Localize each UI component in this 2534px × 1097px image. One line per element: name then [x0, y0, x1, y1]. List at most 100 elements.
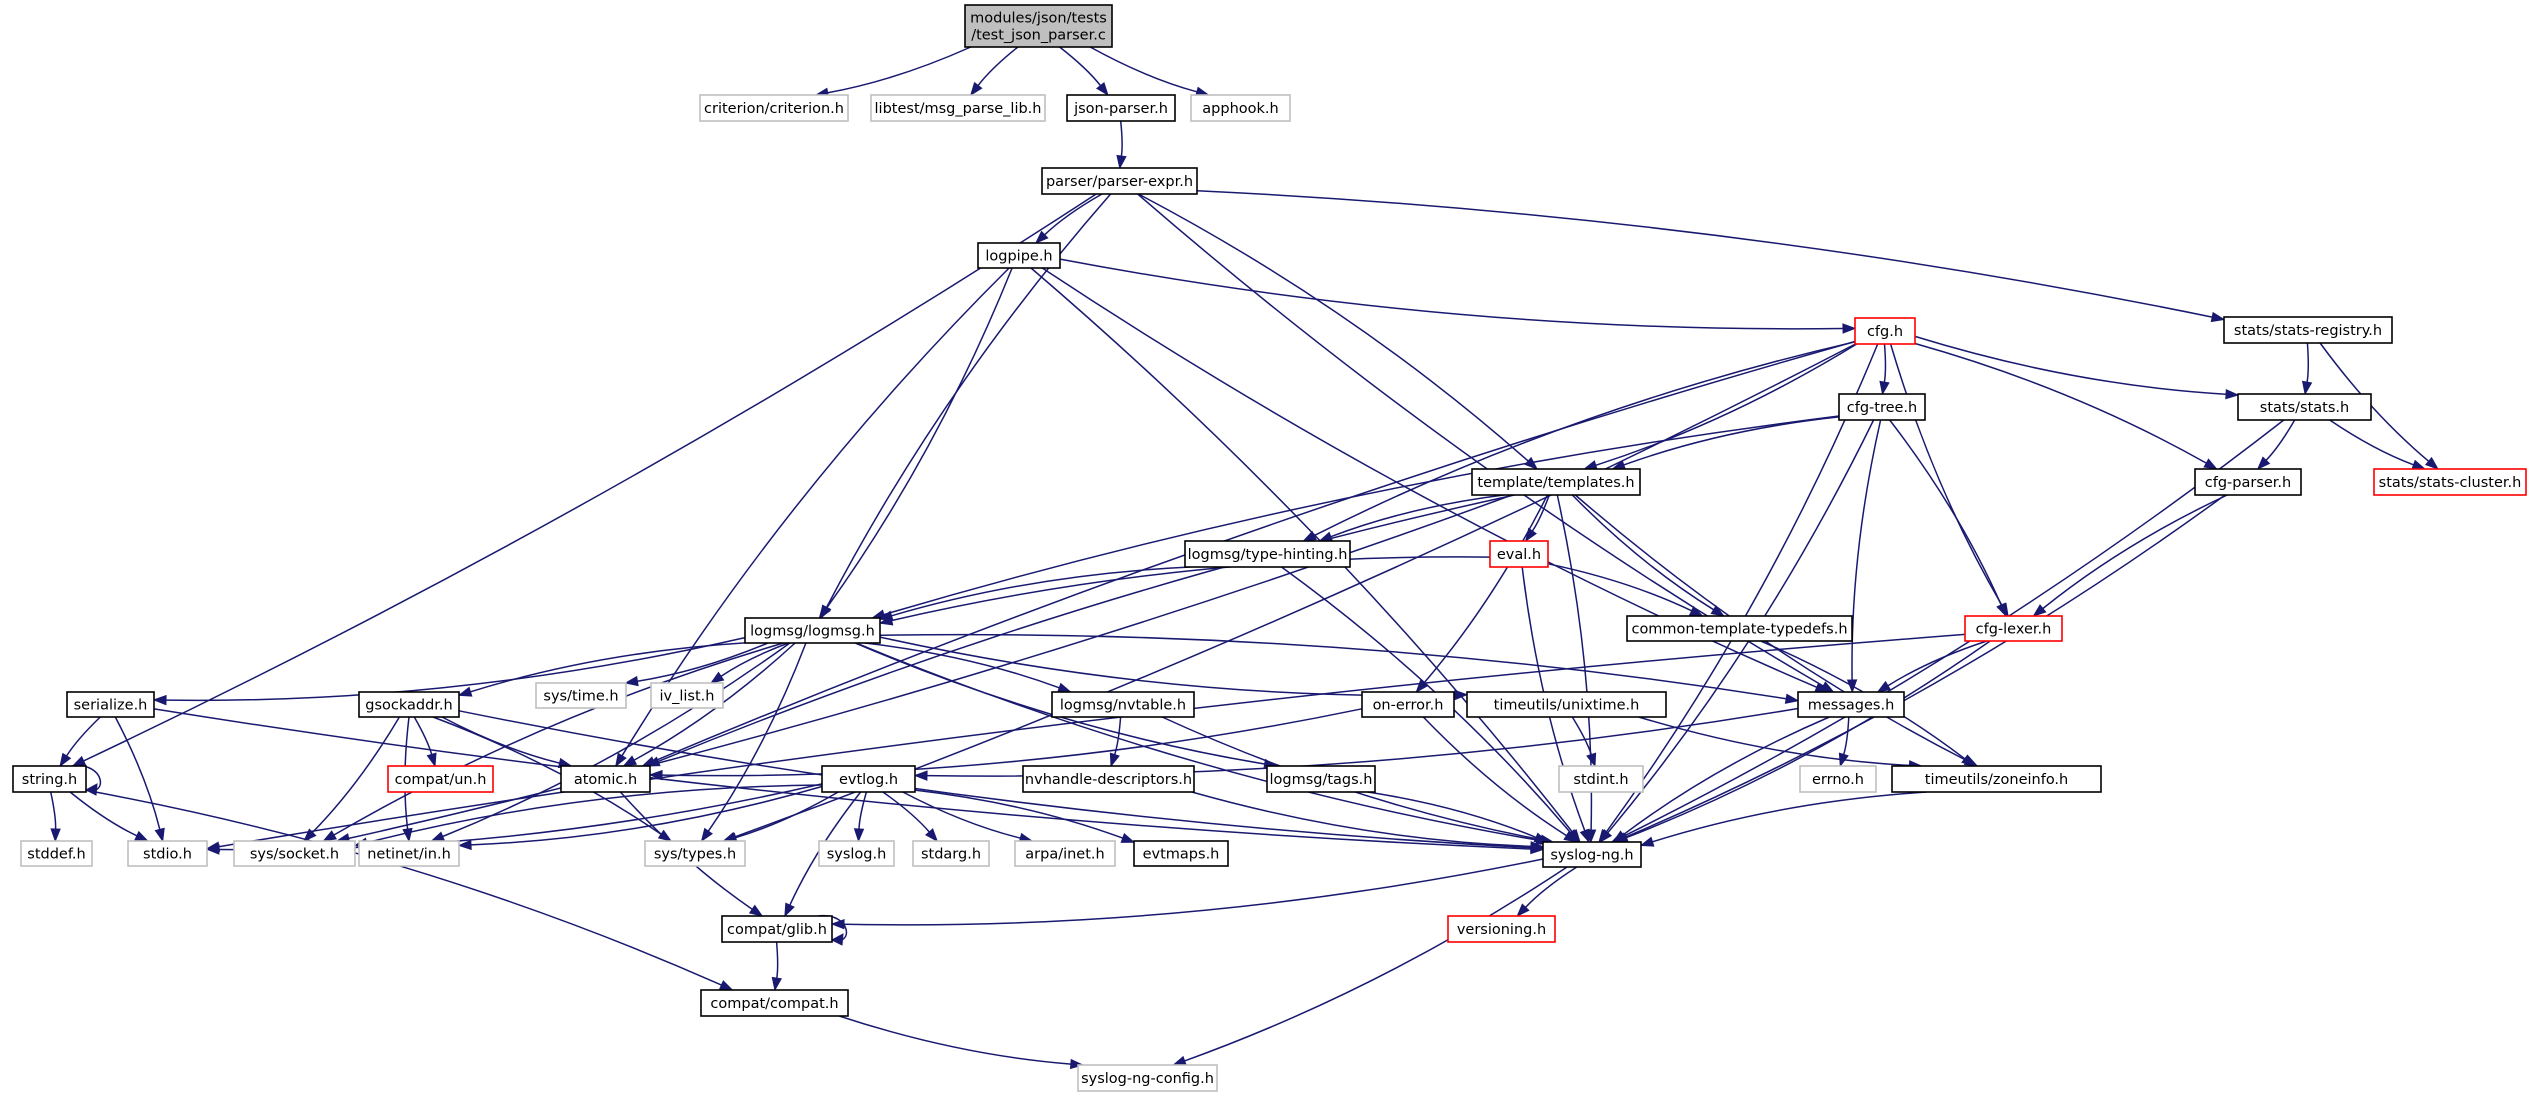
node-typehinting[interactable]: logmsg/type-hinting.h	[1184, 540, 1351, 568]
node-eval[interactable]: eval.h	[1489, 540, 1549, 568]
node-box	[650, 682, 724, 709]
arrowhead	[2225, 388, 2240, 400]
node-atomic[interactable]: atomic.h	[560, 765, 651, 793]
node-evtmaps[interactable]: evtmaps.h	[1133, 840, 1229, 867]
edge-parserexpr-to-logpipe	[1034, 193, 1103, 244]
node-label: gsockaddr.h	[365, 698, 452, 714]
node-commontypedefs[interactable]: common-template-typedefs.h	[1626, 615, 1853, 642]
node-unixtime[interactable]: timeutils/unixtime.h	[1466, 691, 1667, 718]
node-gsockaddr[interactable]: gsockaddr.h	[358, 691, 460, 718]
arrowhead	[700, 827, 713, 843]
node-statsregistry[interactable]: stats/stats-registry.h	[2223, 316, 2393, 344]
node-logpipe[interactable]: logpipe.h	[977, 242, 1061, 269]
arrowhead	[1454, 689, 1469, 701]
arrowhead	[1563, 830, 1578, 843]
edge-messages-to-syslogng	[1612, 716, 1830, 843]
arrowhead	[84, 783, 98, 796]
node-label: apphook.h	[1202, 101, 1278, 117]
node-label: on-error.h	[1373, 698, 1444, 714]
node-label: criterion/criterion.h	[704, 101, 844, 117]
node-box	[1041, 167, 1198, 195]
node-compatun[interactable]: compat/un.h	[387, 765, 494, 793]
node-evtlog[interactable]: evtlog.h	[821, 765, 916, 793]
node-compatglib[interactable]: compat/glib.h	[721, 915, 833, 943]
node-zoneinfo[interactable]: timeutils/zoneinfo.h	[1891, 765, 2102, 793]
edge-string-to-stddef	[49, 791, 61, 843]
node-box	[1133, 840, 1229, 867]
arrowhead	[615, 752, 627, 768]
node-cfgtree[interactable]: cfg-tree.h	[1838, 393, 1926, 421]
edge-logpipe-to-cfg	[1059, 258, 1857, 334]
node-label: logmsg/type-hinting.h	[1188, 547, 1348, 563]
node-box	[560, 765, 651, 793]
node-label: cfg-tree.h	[1847, 400, 1917, 416]
edge-root-to-jsonparser	[1059, 46, 1109, 97]
arrowhead	[2032, 604, 2047, 617]
edge-templates-to-commontypedefs	[1571, 494, 1726, 617]
edge-evtlog-to-syslog	[853, 791, 868, 843]
arrowhead	[1109, 752, 1120, 768]
arrowhead	[1524, 456, 1539, 470]
node-label: parser/parser-expr.h	[1046, 174, 1193, 190]
arrowhead	[71, 755, 87, 767]
edge-cfgtree-to-logmsg	[870, 415, 1840, 620]
arrowhead	[205, 844, 220, 855]
node-box	[1891, 765, 2102, 793]
arrowhead	[925, 828, 939, 843]
edge-syslogng-to-compatglib	[830, 858, 1544, 930]
node-versioning[interactable]: versioning.h	[1447, 915, 1556, 943]
node-onerror[interactable]: on-error.h	[1361, 691, 1455, 718]
edge-compatcompat-to-syslogngconfig	[838, 1015, 1085, 1070]
node-root[interactable]: modules/json/tests/test_json_parser.c	[964, 4, 1113, 48]
node-stdint: stdint.h	[1558, 765, 1644, 793]
node-box	[1838, 393, 1926, 421]
edge-logmsg-to-syslogng	[855, 642, 1550, 846]
node-label: iv_list.h	[660, 689, 715, 705]
node-label: stdio.h	[143, 847, 192, 863]
arrowhead	[1579, 828, 1590, 844]
node-templates[interactable]: template/templates.h	[1471, 468, 1641, 496]
node-jsonparser[interactable]: json-parser.h	[1066, 94, 1176, 122]
arrowhead	[1524, 527, 1537, 543]
arrowhead	[1612, 830, 1627, 843]
node-box	[1542, 841, 1642, 868]
node-messages[interactable]: messages.h	[1797, 691, 1905, 718]
arrowhead	[152, 694, 167, 706]
node-tags[interactable]: logmsg/tags.h	[1266, 765, 1376, 793]
node-string[interactable]: string.h	[12, 765, 87, 793]
node-cfg[interactable]: cfg.h	[1854, 317, 1916, 345]
node-cfgparser[interactable]: cfg-parser.h	[2194, 468, 2302, 496]
node-logmsg[interactable]: logmsg/logmsg.h	[744, 617, 881, 644]
node-box	[721, 915, 833, 943]
edge-statsregistry-to-stats	[2301, 342, 2313, 396]
node-syslogng[interactable]: syslog-ng.h	[1542, 841, 1642, 868]
node-cfglexer[interactable]: cfg-lexer.h	[1964, 615, 2063, 642]
node-nvtable[interactable]: logmsg/nvtable.h	[1051, 691, 1195, 718]
node-label: logmsg/nvtable.h	[1060, 698, 1186, 714]
node-serialize[interactable]: serialize.h	[66, 691, 155, 718]
node-label: evtmaps.h	[1143, 847, 1220, 863]
node-statscluster[interactable]: stats/stats-cluster.h	[2373, 468, 2527, 496]
node-box	[1190, 94, 1291, 122]
node-box	[870, 94, 1046, 122]
arrowhead	[1172, 1055, 1187, 1066]
node-label: versioning.h	[1457, 922, 1546, 938]
node-stddef: stddef.h	[20, 840, 93, 867]
node-netinet: netinet/in.h	[358, 840, 460, 867]
node-compatcompat[interactable]: compat/compat.h	[700, 989, 849, 1017]
node-label: sys/socket.h	[250, 847, 339, 863]
edge-logmsg-to-syssocket	[322, 642, 784, 842]
node-libtest: libtest/msg_parse_lib.h	[870, 94, 1046, 122]
edge-cfglexer-to-stdio	[205, 633, 1966, 852]
node-box	[20, 840, 93, 867]
node-nvhandle[interactable]: nvhandle-descriptors.h	[1022, 765, 1195, 793]
node-parserexpr[interactable]: parser/parser-expr.h	[1041, 167, 1198, 195]
arrowhead	[624, 675, 639, 687]
arrowhead	[426, 752, 437, 768]
node-box	[1471, 468, 1641, 496]
node-stats[interactable]: stats/stats.h	[2237, 393, 2372, 421]
arrowhead	[154, 827, 165, 843]
edge-root-to-criterion	[814, 46, 972, 98]
arrowhead	[878, 615, 894, 626]
edge-evtlog-to-stdarg	[882, 791, 939, 843]
